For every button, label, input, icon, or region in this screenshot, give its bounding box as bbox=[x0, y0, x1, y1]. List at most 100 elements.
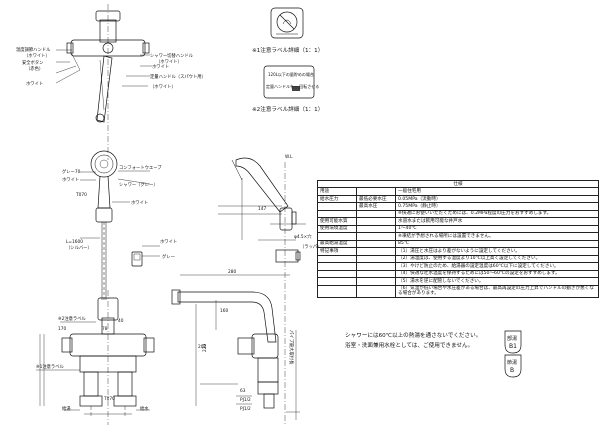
spec-row: （3）やけど防止のため、給湯器の設定温度は60℃以下に設定してください。 bbox=[317, 262, 599, 271]
wl-label: W.L bbox=[285, 154, 293, 160]
label2-title: ※2注意ラベル詳細（1：1） bbox=[252, 105, 323, 113]
comfort-wave-label: コンフォートウエーブ bbox=[119, 164, 162, 171]
dim-63: 63 bbox=[240, 388, 246, 394]
white3-label: ホワイト bbox=[62, 177, 79, 183]
spec-key bbox=[356, 224, 396, 234]
shower-switch-label: シャワー切替ハンドル bbox=[150, 52, 194, 59]
spec-header: 仕様 bbox=[317, 179, 599, 189]
note-line-2: 浴室・洗面兼用水栓としては、ご使用できません。 bbox=[345, 343, 474, 349]
spec-row: （2）湯温度は、使用する温度より10℃以上高く設定してください。 bbox=[317, 254, 599, 264]
spec-value: 0.75MPa（静止時） bbox=[395, 202, 599, 211]
label1-mark: ※1注意ラベル bbox=[36, 363, 65, 370]
spec-key bbox=[356, 209, 396, 219]
shower-grey-label: シャワー（グレー） bbox=[119, 181, 158, 188]
stamp-a-bottom: B1 bbox=[509, 343, 517, 350]
t-mark-bottom: T070 bbox=[103, 396, 115, 402]
spec-key bbox=[356, 254, 396, 264]
stamp-b bbox=[504, 354, 522, 378]
stamp-b-bottom: B bbox=[510, 367, 514, 374]
spec-key: 特記事項 bbox=[317, 247, 357, 256]
dim-280: 280 bbox=[228, 269, 236, 275]
dim-160: 160 bbox=[220, 308, 228, 314]
white4-label: ホワイト bbox=[131, 200, 148, 206]
safety-button-label: 安全ボタン bbox=[22, 59, 43, 66]
spec-row: （4）快適な吐水温度を保持するためには50〜60℃の設定をおすすめします。 bbox=[317, 269, 599, 279]
dim-147: 147 bbox=[258, 206, 266, 212]
spec-key bbox=[317, 202, 357, 211]
spec-row: ※凍結が予想される場所には設置できません。 bbox=[317, 232, 599, 241]
dim-170: 170 bbox=[58, 326, 66, 332]
spec-value: （5）湯水を逆に配管しないでください。 bbox=[395, 277, 599, 286]
stamp-b-top: 節湯 bbox=[507, 359, 517, 366]
temp-handle-color: （ホワイト） bbox=[24, 53, 50, 59]
hose-color-label: （シルバー） bbox=[66, 245, 92, 251]
spec-key bbox=[356, 269, 396, 279]
spec-key bbox=[317, 284, 357, 299]
front-view-mixer-body bbox=[36, 290, 155, 425]
spec-key: 最高給湯温度 bbox=[317, 239, 357, 249]
label2-text2: 定量ハンドルを一 回転させる bbox=[266, 83, 319, 89]
hose-length-label: L=1600 bbox=[66, 239, 83, 245]
spec-key bbox=[356, 217, 396, 226]
grey70-label: グレー70 bbox=[62, 168, 81, 175]
caution-label-2-box bbox=[263, 65, 315, 99]
spec-value: （2）湯温度は、使用する温度より10℃以上高く設定してください。 bbox=[395, 254, 599, 264]
white5-label: ホワイト bbox=[160, 239, 177, 245]
spec-header-row: 仕様 bbox=[317, 179, 599, 189]
caution-notes: シャワーには60℃以上の熱湯を通さないでください。 浴室・洗面兼用水栓としては、… bbox=[345, 331, 481, 351]
spec-row: 特記事項 （1）湯圧と水圧はより差がないように設定してください。 bbox=[317, 247, 599, 256]
spec-key bbox=[356, 277, 396, 286]
thread-2: PJ1/2 bbox=[240, 406, 251, 412]
dim-40: 40 bbox=[118, 318, 124, 324]
spec-key bbox=[317, 209, 357, 219]
side-view-spout bbox=[171, 274, 300, 420]
spec-row: 最高給湯温度 85℃ bbox=[317, 239, 599, 249]
spec-value: ※凍結が予想される場所には設置できません。 bbox=[395, 232, 599, 241]
t-mark-top: T070 bbox=[75, 192, 87, 198]
spec-value: 水道水または飲用可能な井戸水 bbox=[395, 217, 599, 226]
spec-row: （5）湯水を逆に配管しないでください。 bbox=[317, 277, 599, 286]
body-color-label: ホワイト bbox=[26, 81, 43, 87]
front-view-shower bbox=[80, 150, 160, 300]
spec-key bbox=[356, 284, 396, 299]
spec-value: （1）湯圧と水圧はより差がないように設定してください。 bbox=[395, 247, 599, 256]
spec-key: 最高水圧 bbox=[356, 202, 396, 211]
label1-title: ※1注意ラベル詳細（1：1） bbox=[252, 46, 323, 54]
spec-value: （6）気温が低い場合や水圧差がある場合は、最高再設定の圧力上昇でハンドルの動きが… bbox=[395, 284, 599, 299]
temp-handle-label: 温度調節ハンドル bbox=[16, 46, 51, 53]
stamp-a bbox=[504, 330, 522, 354]
spec-value: 85℃ bbox=[395, 239, 599, 249]
spec-row: 使用可能水質水道水または飲用可能な井戸水 bbox=[317, 217, 599, 226]
spec-value: （4）快適な吐水温度を保持するためには50〜60℃の設定をおすすめします。 bbox=[395, 269, 599, 279]
spec-row: 使用環境温度 1〜40℃ bbox=[317, 224, 599, 234]
spec-key bbox=[317, 254, 357, 264]
spec-value: 0.05MPa（流動時） bbox=[395, 194, 599, 204]
spec-row: 用途一般住宅用 bbox=[317, 187, 599, 196]
spec-key bbox=[356, 262, 396, 271]
label2-text1: 120L以下の量貯めの場合 bbox=[268, 71, 314, 77]
side-view-shower bbox=[218, 157, 306, 425]
water-supply-label: 給水 bbox=[140, 405, 149, 412]
spec-key bbox=[356, 247, 396, 256]
spec-key: 最低必要水圧 bbox=[356, 194, 396, 204]
pipe-length-label: パイプ最大取付長 bbox=[288, 330, 295, 365]
spec-value: 1〜40℃ bbox=[395, 224, 599, 234]
grey-label: グレー bbox=[162, 253, 175, 260]
thread-1: PJ1/2 bbox=[240, 397, 251, 403]
spec-key: 用途 bbox=[317, 187, 357, 196]
dim-220: 220 bbox=[202, 344, 208, 352]
hot-supply-label: 給湯 bbox=[62, 405, 71, 412]
spec-key bbox=[317, 232, 357, 241]
shower-switch-color: （ホワイト） bbox=[156, 59, 182, 65]
spec-key bbox=[317, 269, 357, 279]
spec-key: 使用環境温度 bbox=[317, 224, 357, 234]
spec-key: 給水圧力 bbox=[317, 194, 357, 204]
dim-78: 78 bbox=[102, 326, 108, 332]
spec-row: ※快適にお使いいただくためには、0.2MPa程度の圧力をおすすめします。 bbox=[317, 209, 599, 219]
spec-key bbox=[317, 277, 357, 286]
